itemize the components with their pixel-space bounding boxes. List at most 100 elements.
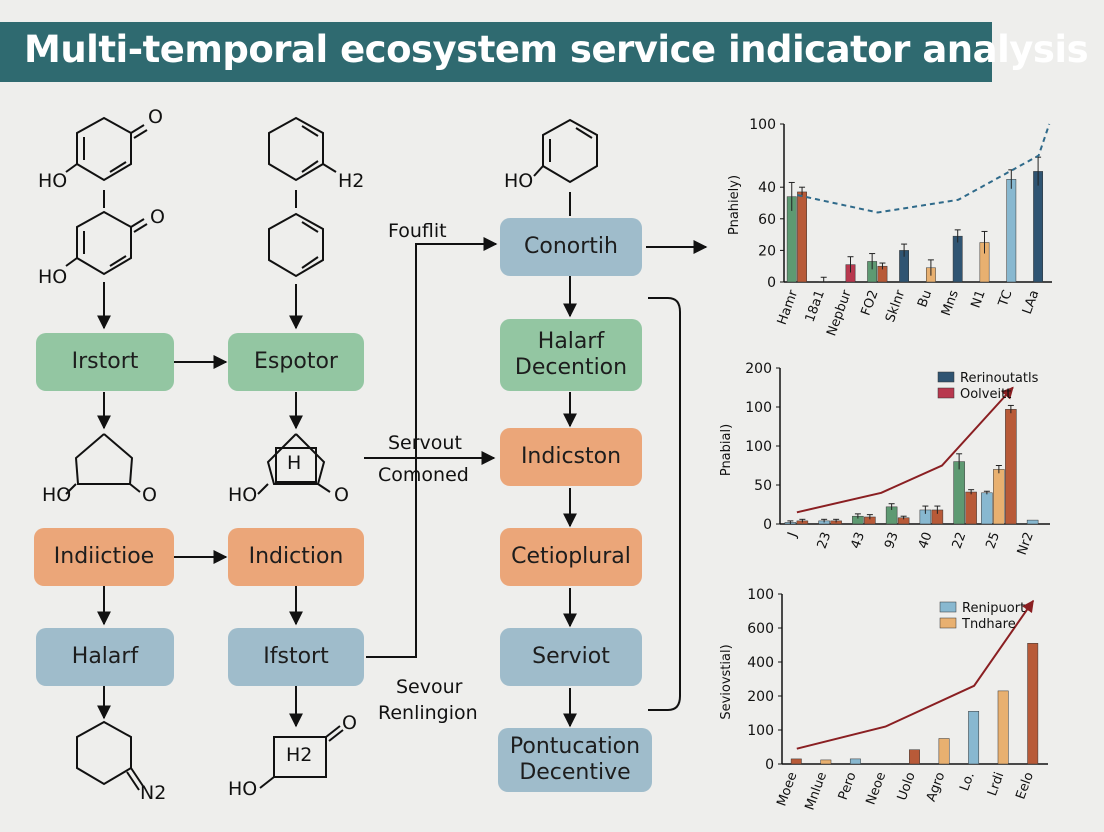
molecule-benzene xyxy=(268,212,324,278)
y-tick-label: 200 xyxy=(747,689,774,705)
bar xyxy=(993,469,1005,525)
x-tick-label: 93 xyxy=(882,530,902,551)
page-title: Multi-temporal ecosystem service indicat… xyxy=(24,28,1089,71)
x-tick-label: Agro xyxy=(924,770,948,804)
legend-swatch xyxy=(937,387,955,399)
bar xyxy=(965,491,977,525)
x-tick-label: Uolo xyxy=(895,770,919,802)
y-tick-label: 0 xyxy=(763,517,772,533)
y-tick-label: 50 xyxy=(754,478,772,494)
y-tick-label: 600 xyxy=(747,621,774,637)
y-tick-label: 0 xyxy=(767,275,776,291)
bar xyxy=(797,191,807,283)
bar xyxy=(790,758,802,765)
x-tick-label: J xyxy=(785,530,801,540)
x-tick-label: 22 xyxy=(950,530,970,551)
molecule-label: HO xyxy=(504,170,534,192)
node-halarf: Halarf xyxy=(36,628,174,686)
x-tick-label: Nr2 xyxy=(1015,530,1037,557)
x-tick-label: Sklnr xyxy=(883,288,909,325)
molecule-label: H2 xyxy=(338,170,365,192)
y-axis-label: Pnabial) xyxy=(719,424,734,476)
molecule-label: O xyxy=(142,484,157,506)
x-tick-label: Hamr xyxy=(775,288,802,327)
node-indicston: Indicston xyxy=(500,428,642,486)
bar xyxy=(818,281,829,283)
node-irstort: Irstort xyxy=(36,333,174,391)
x-tick-label: Pero xyxy=(836,770,860,802)
bar xyxy=(968,711,980,765)
molecule-hydroxy-ketone-2 xyxy=(65,210,148,276)
x-tick-label: Lo. xyxy=(957,770,978,793)
legend-label: Tndhare xyxy=(961,617,1016,632)
molecule-cyclic-ketone-1 xyxy=(65,433,141,495)
x-tick-label: 25 xyxy=(983,530,1003,551)
x-tick-label: TC xyxy=(996,288,1016,309)
x-tick-label: LAa xyxy=(1020,288,1042,316)
bar xyxy=(938,738,950,765)
x-tick-label: FO2 xyxy=(859,288,882,318)
x-tick-label: Eelo xyxy=(1013,770,1037,801)
y-tick-label: 200 xyxy=(745,361,772,377)
bar xyxy=(1026,519,1039,525)
x-tick-label: 18a1 xyxy=(803,288,828,324)
molecule-label: HO xyxy=(42,484,72,506)
x-tick-label: Mnlue xyxy=(803,770,831,812)
legend-label: Rerinoutatls xyxy=(960,371,1039,386)
legend-swatch xyxy=(939,601,957,613)
edge-label-renlingion: Renlingion xyxy=(378,702,478,724)
node-pontucation-decentive: Pontucation Decentive xyxy=(498,728,652,792)
x-tick-label: 40 xyxy=(916,530,936,551)
node-espotor: Espotor xyxy=(228,333,364,391)
legend-label: Renipuort xyxy=(962,601,1025,616)
molecule-label: O xyxy=(148,106,163,128)
bar xyxy=(981,492,993,525)
node-conortih: Conortih xyxy=(500,218,642,276)
molecule-hydroxy-ketone-1 xyxy=(65,116,148,182)
node-ifstort: Ifstort xyxy=(228,628,364,686)
bar xyxy=(909,749,920,765)
bar xyxy=(1027,643,1039,765)
molecule-label: HO xyxy=(228,484,258,506)
x-tick-label: Bu xyxy=(915,288,935,309)
trend-line xyxy=(797,123,1051,214)
edge-label-fouflit: Fouflit xyxy=(388,220,447,242)
y-tick-label: 60 xyxy=(758,212,776,228)
bar xyxy=(952,235,963,283)
y-axis-label: Seviovstial) xyxy=(719,644,734,719)
y-tick-label: 100 xyxy=(745,400,772,416)
node-cetioplural: Cetioplural xyxy=(500,528,642,586)
y-tick-label: 20 xyxy=(758,243,776,259)
molecule-label: HO xyxy=(228,778,258,800)
molecule-label: N2 xyxy=(140,782,167,804)
edge-label-servout: Servout xyxy=(388,432,462,454)
node-halarf-decention: Halarf Decention xyxy=(500,319,642,391)
bar xyxy=(849,758,861,765)
node-indiction: Indiction xyxy=(228,528,364,586)
x-tick-label: 43 xyxy=(848,530,868,551)
molecule-label: O xyxy=(342,712,357,734)
bar xyxy=(879,763,891,765)
title-banner xyxy=(0,22,992,82)
molecule-box-h2 xyxy=(259,725,344,789)
trend-line xyxy=(796,599,1035,750)
node-serviot: Serviot xyxy=(500,628,642,686)
molecule-label: H2 xyxy=(286,744,313,766)
molecule-ring-h xyxy=(257,433,331,495)
molecule-label: HO xyxy=(38,170,68,192)
y-tick-label: 100 xyxy=(747,723,774,739)
edge-label-comoned: Comoned xyxy=(378,464,469,486)
y-tick-label: 100 xyxy=(745,439,772,455)
y-tick-label: 100 xyxy=(749,117,776,133)
molecule-label: HO xyxy=(38,266,68,288)
x-tick-label: N1 xyxy=(969,288,989,310)
y-axis-label: Pnahiely) xyxy=(727,175,742,235)
bar xyxy=(953,461,965,525)
y-tick-label: 0 xyxy=(765,757,774,773)
legend-label: Oolveitt xyxy=(960,387,1011,402)
